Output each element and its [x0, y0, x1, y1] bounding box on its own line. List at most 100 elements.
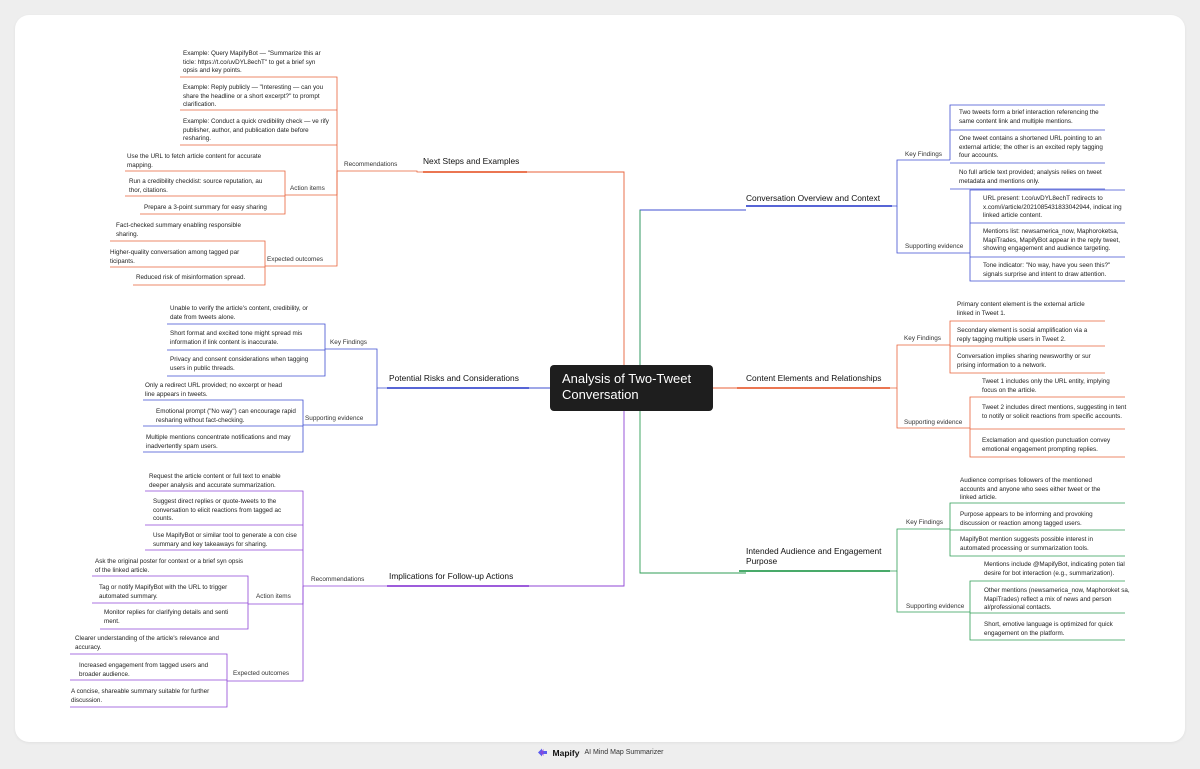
connector-line [337, 170, 423, 173]
leaf-content-evidence-1[interactable]: Tweet 1 includes only the URL entity, im… [982, 378, 1110, 394]
leaf-content-evidence-3[interactable]: Exclamation and question punctuation con… [982, 437, 1111, 453]
connector-line [890, 344, 950, 389]
mapify-logo-icon [537, 748, 547, 757]
leaf-overview-evidence-3[interactable]: Tone indicator: "No way, have you seen t… [983, 262, 1111, 278]
leaf-implications-recommendation-1[interactable]: Request the article content or full text… [149, 473, 281, 489]
leaf-risks-finding-3[interactable]: Privacy and consent considerations when … [170, 356, 309, 372]
footer: Mapify AI Mind Map Summarizer [0, 747, 1200, 763]
mind-map-canvas: Analysis of Two-Tweet Conversation Conve… [15, 15, 1185, 742]
risks-key-findings-label[interactable]: Key Findings [330, 339, 367, 346]
content-key-findings-label[interactable]: Key Findings [904, 335, 941, 342]
leaf-next-steps-action-1[interactable]: Use the URL to fetch article content for… [127, 153, 262, 169]
next-steps-action-items-label[interactable]: Action items [290, 185, 325, 192]
connector-line [303, 388, 378, 426]
leaf-implications-recommendation-2[interactable]: Suggest direct replies or quote-tweets t… [153, 498, 282, 523]
connector-line [110, 240, 266, 266]
leaf-overview-finding-3[interactable]: No full article text provided; analysis … [959, 169, 1102, 185]
connector-line [892, 159, 950, 207]
leaf-overview-evidence-2[interactable]: Mentions list: newsamerica_now, Maphorok… [983, 228, 1120, 253]
brand-tagline: AI Mind Map Summarizer [584, 749, 664, 756]
leaf-implications-action-2[interactable]: Tag or notify MapifyBot with the URL to … [99, 584, 228, 600]
connector-line [890, 528, 950, 572]
connector-line [140, 195, 286, 215]
brand-name[interactable]: Mapify [552, 747, 580, 758]
leaf-next-steps-outcome-2[interactable]: Higher-quality conversation among tagged… [110, 249, 240, 265]
leaf-implications-outcome-3[interactable]: A concise, shareable summary suitable fo… [71, 688, 210, 704]
leaf-implications-action-1[interactable]: Ask the original poster for context or a… [95, 558, 244, 574]
leaf-overview-finding-1[interactable]: Two tweets form a brief interaction refe… [959, 109, 1099, 125]
connector-line [167, 323, 326, 349]
leaf-content-finding-2[interactable]: Secondary element is social amplificatio… [957, 327, 1088, 343]
leaf-content-evidence-2[interactable]: Tweet 2 includes direct mentions, sugges… [982, 404, 1127, 420]
leaf-audience-evidence-3[interactable]: Short, emotive language is optimized for… [984, 621, 1113, 637]
connector-line [896, 571, 970, 613]
trunk-overview [639, 209, 746, 378]
branch-potential-risks[interactable]: Potential Risks and Considerations [389, 373, 519, 383]
leaf-overview-finding-2[interactable]: One tweet contains a shortened URL point… [959, 135, 1103, 160]
connector-line [949, 345, 1105, 374]
connector-line [949, 529, 1125, 557]
leaf-implications-outcome-2[interactable]: Increased engagement from tagged users a… [79, 662, 209, 678]
leaf-risks-finding-1[interactable]: Unable to verify the article's content, … [170, 305, 308, 321]
branch-implications[interactable]: Implications for Follow-up Actions [389, 571, 514, 581]
connector-line [969, 612, 1125, 641]
connector-line [143, 425, 304, 453]
trunk-implications [387, 385, 625, 587]
leaf-content-finding-3[interactable]: Conversation implies sharing newsworthy … [957, 353, 1091, 369]
leaf-next-steps-recommendation-1[interactable]: Example: Query MapifyBot — "Summarize th… [183, 50, 321, 75]
next-steps-expected-outcomes-label[interactable]: Expected outcomes [267, 256, 324, 263]
leaf-content-finding-1[interactable]: Primary content element is the external … [957, 301, 1085, 317]
connector-line [265, 171, 338, 267]
connector-line [100, 604, 249, 630]
central-topic[interactable]: Analysis of Two-Tweet Conversation [550, 365, 713, 411]
leaf-next-steps-outcome-1[interactable]: Fact-checked summary enabling responsibl… [116, 222, 241, 238]
risks-supporting-evidence-label[interactable]: Supporting evidence [305, 415, 364, 422]
implications-action-items-label[interactable]: Action items [256, 593, 291, 600]
connector-line [949, 320, 1105, 345]
connector-line [325, 348, 387, 389]
connector-line [167, 349, 326, 377]
implications-recommendations-label[interactable]: Recommendations [311, 576, 365, 583]
leaf-audience-finding-2[interactable]: Purpose appears to be informing and prov… [960, 511, 1093, 527]
leaf-implications-outcome-1[interactable]: Clearer understanding of the article's r… [75, 635, 220, 651]
leaf-next-steps-action-3[interactable]: Prepare a 3-point summary for easy shari… [144, 204, 267, 211]
connector-line [125, 170, 286, 195]
leaf-audience-finding-1[interactable]: Audience comprises followers of the ment… [960, 477, 1101, 502]
connector-line [969, 253, 1125, 282]
leaf-risks-evidence-2[interactable]: Emotional prompt ("No way") can encourag… [156, 408, 296, 424]
leaf-risks-finding-2[interactable]: Short format and excited tone might spre… [170, 330, 303, 346]
implications-expected-outcomes-label[interactable]: Expected outcomes [233, 670, 290, 677]
leaf-implications-action-3[interactable]: Monitor replies for clarifying details a… [104, 609, 229, 625]
next-steps-recommendations-label[interactable]: Recommendations [344, 161, 398, 168]
leaf-implications-recommendation-3[interactable]: Use MapifyBot or similar tool to generat… [153, 532, 297, 548]
leaf-audience-evidence-1[interactable]: Mentions include @MapifyBot, indicating … [984, 561, 1125, 577]
leaf-next-steps-outcome-3[interactable]: Reduced risk of misinformation spread. [136, 274, 246, 281]
branch-conversation-overview[interactable]: Conversation Overview and Context [746, 193, 881, 203]
connector-line [143, 399, 304, 425]
leaf-next-steps-recommendation-2[interactable]: Example: Reply publicly — "Interesting —… [183, 84, 324, 109]
leaf-audience-evidence-2[interactable]: Other mentions (newsamerica_now, Maphoro… [984, 587, 1130, 612]
branch-intended-audience[interactable]: Intended Audience and Engagement Purpose [746, 546, 882, 566]
branch-next-steps[interactable]: Next Steps and Examples [423, 156, 520, 166]
connector-line [133, 266, 266, 286]
leaf-overview-evidence-1[interactable]: URL present: t.co/uvDYL8echT redirects t… [983, 195, 1122, 220]
connector-lines [70, 76, 1125, 708]
branch-content-elements[interactable]: Content Elements and Relationships [746, 373, 882, 383]
audience-key-findings-label[interactable]: Key Findings [906, 519, 943, 526]
connector-line [969, 428, 1125, 458]
connector-line [92, 575, 249, 604]
leaf-next-steps-action-2[interactable]: Run a credibility checklist: source repu… [129, 178, 263, 194]
overview-key-findings-label[interactable]: Key Findings [905, 151, 942, 158]
leaf-risks-evidence-1[interactable]: Only a redirect URL provided; no excerpt… [145, 382, 282, 398]
overview-supporting-evidence-label[interactable]: Supporting evidence [905, 243, 964, 250]
connector-line [896, 206, 970, 254]
audience-supporting-evidence-label[interactable]: Supporting evidence [906, 603, 965, 610]
connector-line [969, 580, 1125, 612]
trunk-next-steps [423, 171, 625, 386]
leaf-risks-evidence-3[interactable]: Multiple mentions concentrate notificati… [146, 434, 291, 450]
content-supporting-evidence-label[interactable]: Supporting evidence [904, 419, 963, 426]
leaf-next-steps-recommendation-3[interactable]: Example: Conduct a quick credibility che… [183, 118, 329, 143]
leaf-audience-finding-3[interactable]: MapifyBot mention suggests possible inte… [960, 536, 1094, 552]
connector-line [949, 104, 1105, 160]
connector-line [896, 388, 970, 429]
